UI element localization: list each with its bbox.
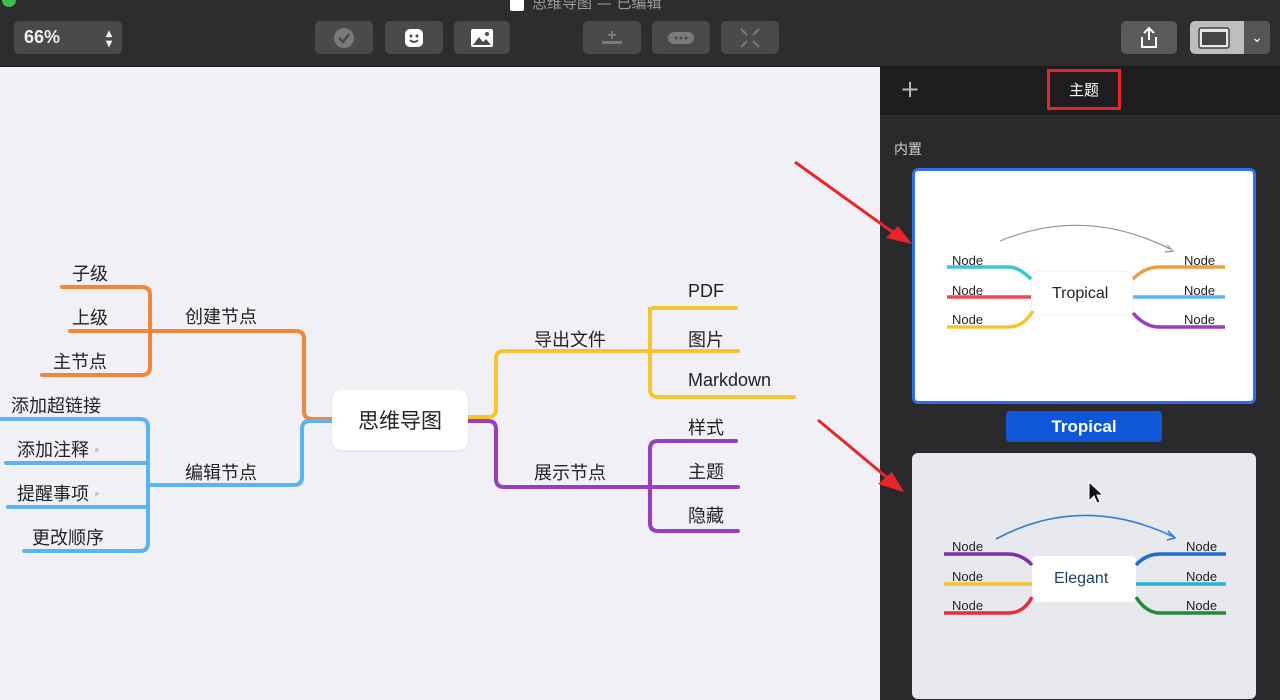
node-pdf[interactable]: PDF — [688, 281, 724, 301]
tropical-node-left-3: Node — [952, 312, 984, 327]
share-button[interactable] — [1121, 21, 1177, 54]
note-icon: ᴾ — [95, 492, 99, 503]
window-title: 思维导图 — 已编辑 — [510, 0, 662, 13]
node-child[interactable]: 子级 — [72, 264, 108, 285]
chevron-down-icon[interactable]: ⌄ — [1244, 21, 1270, 54]
insert-note-button[interactable] — [652, 21, 710, 54]
tropical-node-right-1: Node — [1184, 253, 1216, 268]
view-icon — [1198, 26, 1230, 49]
elegant-node-right-3: Node — [1186, 598, 1218, 613]
branch-create-label[interactable]: 创建节点 — [185, 307, 257, 328]
add-tab-button[interactable]: + — [900, 75, 921, 103]
insert-note-icon — [668, 31, 694, 44]
mindmap-connectors — [0, 285, 796, 553]
branch-edit-lines — [0, 417, 334, 553]
elegant-node-right-2: Node — [1186, 569, 1218, 584]
window-zoom-button[interactable] — [2, 0, 16, 7]
tropical-node-right-2: Node — [1184, 283, 1216, 298]
branch-display-label[interactable]: 展示节点 — [534, 463, 606, 484]
node-theme[interactable]: 主题 — [688, 462, 724, 483]
tropical-node-left-2: Node — [952, 283, 984, 298]
branch-edit-label[interactable]: 编辑节点 — [185, 463, 257, 484]
sticker-icon — [405, 28, 423, 47]
elegant-node-left-1: Node — [952, 539, 984, 554]
mouse-cursor-icon — [1088, 481, 1104, 504]
stepper-icon: ▴▾ — [105, 25, 112, 50]
node-picture[interactable]: 图片 — [688, 330, 724, 351]
document-icon — [510, 0, 524, 11]
share-icon — [1141, 26, 1157, 48]
elegant-center: Elegant — [1054, 570, 1109, 587]
theme-card-elegant[interactable]: Node Node Node Node Node Node Elegant — [912, 453, 1256, 699]
note-icon: ᴾ — [95, 448, 99, 459]
zoom-value: 66% — [24, 27, 61, 47]
node-main[interactable]: 主节点 — [53, 352, 107, 373]
tropical-node-left-1: Node — [952, 253, 984, 268]
tropical-node-right-3: Node — [1184, 312, 1216, 327]
elegant-node-right-1: Node — [1186, 539, 1218, 554]
collapse-button[interactable] — [721, 21, 779, 54]
branch-create-lines — [40, 285, 334, 421]
panel-tabbar: + 主题 — [880, 67, 1280, 115]
theme-name-tropical[interactable]: Tropical — [1006, 411, 1162, 442]
tab-theme[interactable]: 主题 — [1047, 69, 1121, 110]
toolbar: 思维导图 — 已编辑 66% ▴▾ ⌄ — [0, 0, 1280, 67]
branch-export-label[interactable]: 导出文件 — [534, 330, 606, 351]
elegant-node-left-3: Node — [952, 598, 984, 613]
node-hide[interactable]: 隐藏 — [688, 506, 724, 527]
theme-card-tropical[interactable]: Node Node Node Node Node Node Tropical — [912, 168, 1256, 404]
insert-child-button[interactable] — [583, 21, 641, 54]
node-reorder[interactable]: 更改顺序 — [32, 528, 104, 549]
view-button[interactable]: ⌄ — [1190, 21, 1270, 54]
collapse-icon — [740, 27, 760, 48]
branch-export-lines — [466, 305, 796, 419]
branch-display-lines — [466, 419, 740, 533]
check-icon — [334, 27, 354, 48]
zoom-select[interactable]: 66% ▴▾ — [14, 21, 122, 54]
tropical-preview — [947, 224, 1225, 329]
node-parent[interactable]: 上级 — [72, 308, 108, 329]
node-style[interactable]: 样式 — [688, 418, 724, 439]
tropical-center: Tropical — [1052, 285, 1109, 302]
section-label: 内置 — [894, 142, 922, 158]
sticker-button[interactable] — [385, 21, 443, 54]
image-icon — [471, 28, 493, 47]
image-button[interactable] — [454, 21, 510, 54]
inspector-panel: + 主题 内置 Node Node Node Node Node Node Tr… — [880, 67, 1280, 700]
elegant-preview — [944, 514, 1226, 615]
node-markdown[interactable]: Markdown — [688, 370, 772, 390]
check-button[interactable] — [315, 21, 373, 54]
elegant-node-left-2: Node — [952, 569, 984, 584]
node-add-hyperlink[interactable]: 添加超链接 — [11, 396, 101, 417]
central-topic[interactable]: 思维导图 — [332, 390, 468, 450]
insert-child-icon — [602, 30, 622, 44]
